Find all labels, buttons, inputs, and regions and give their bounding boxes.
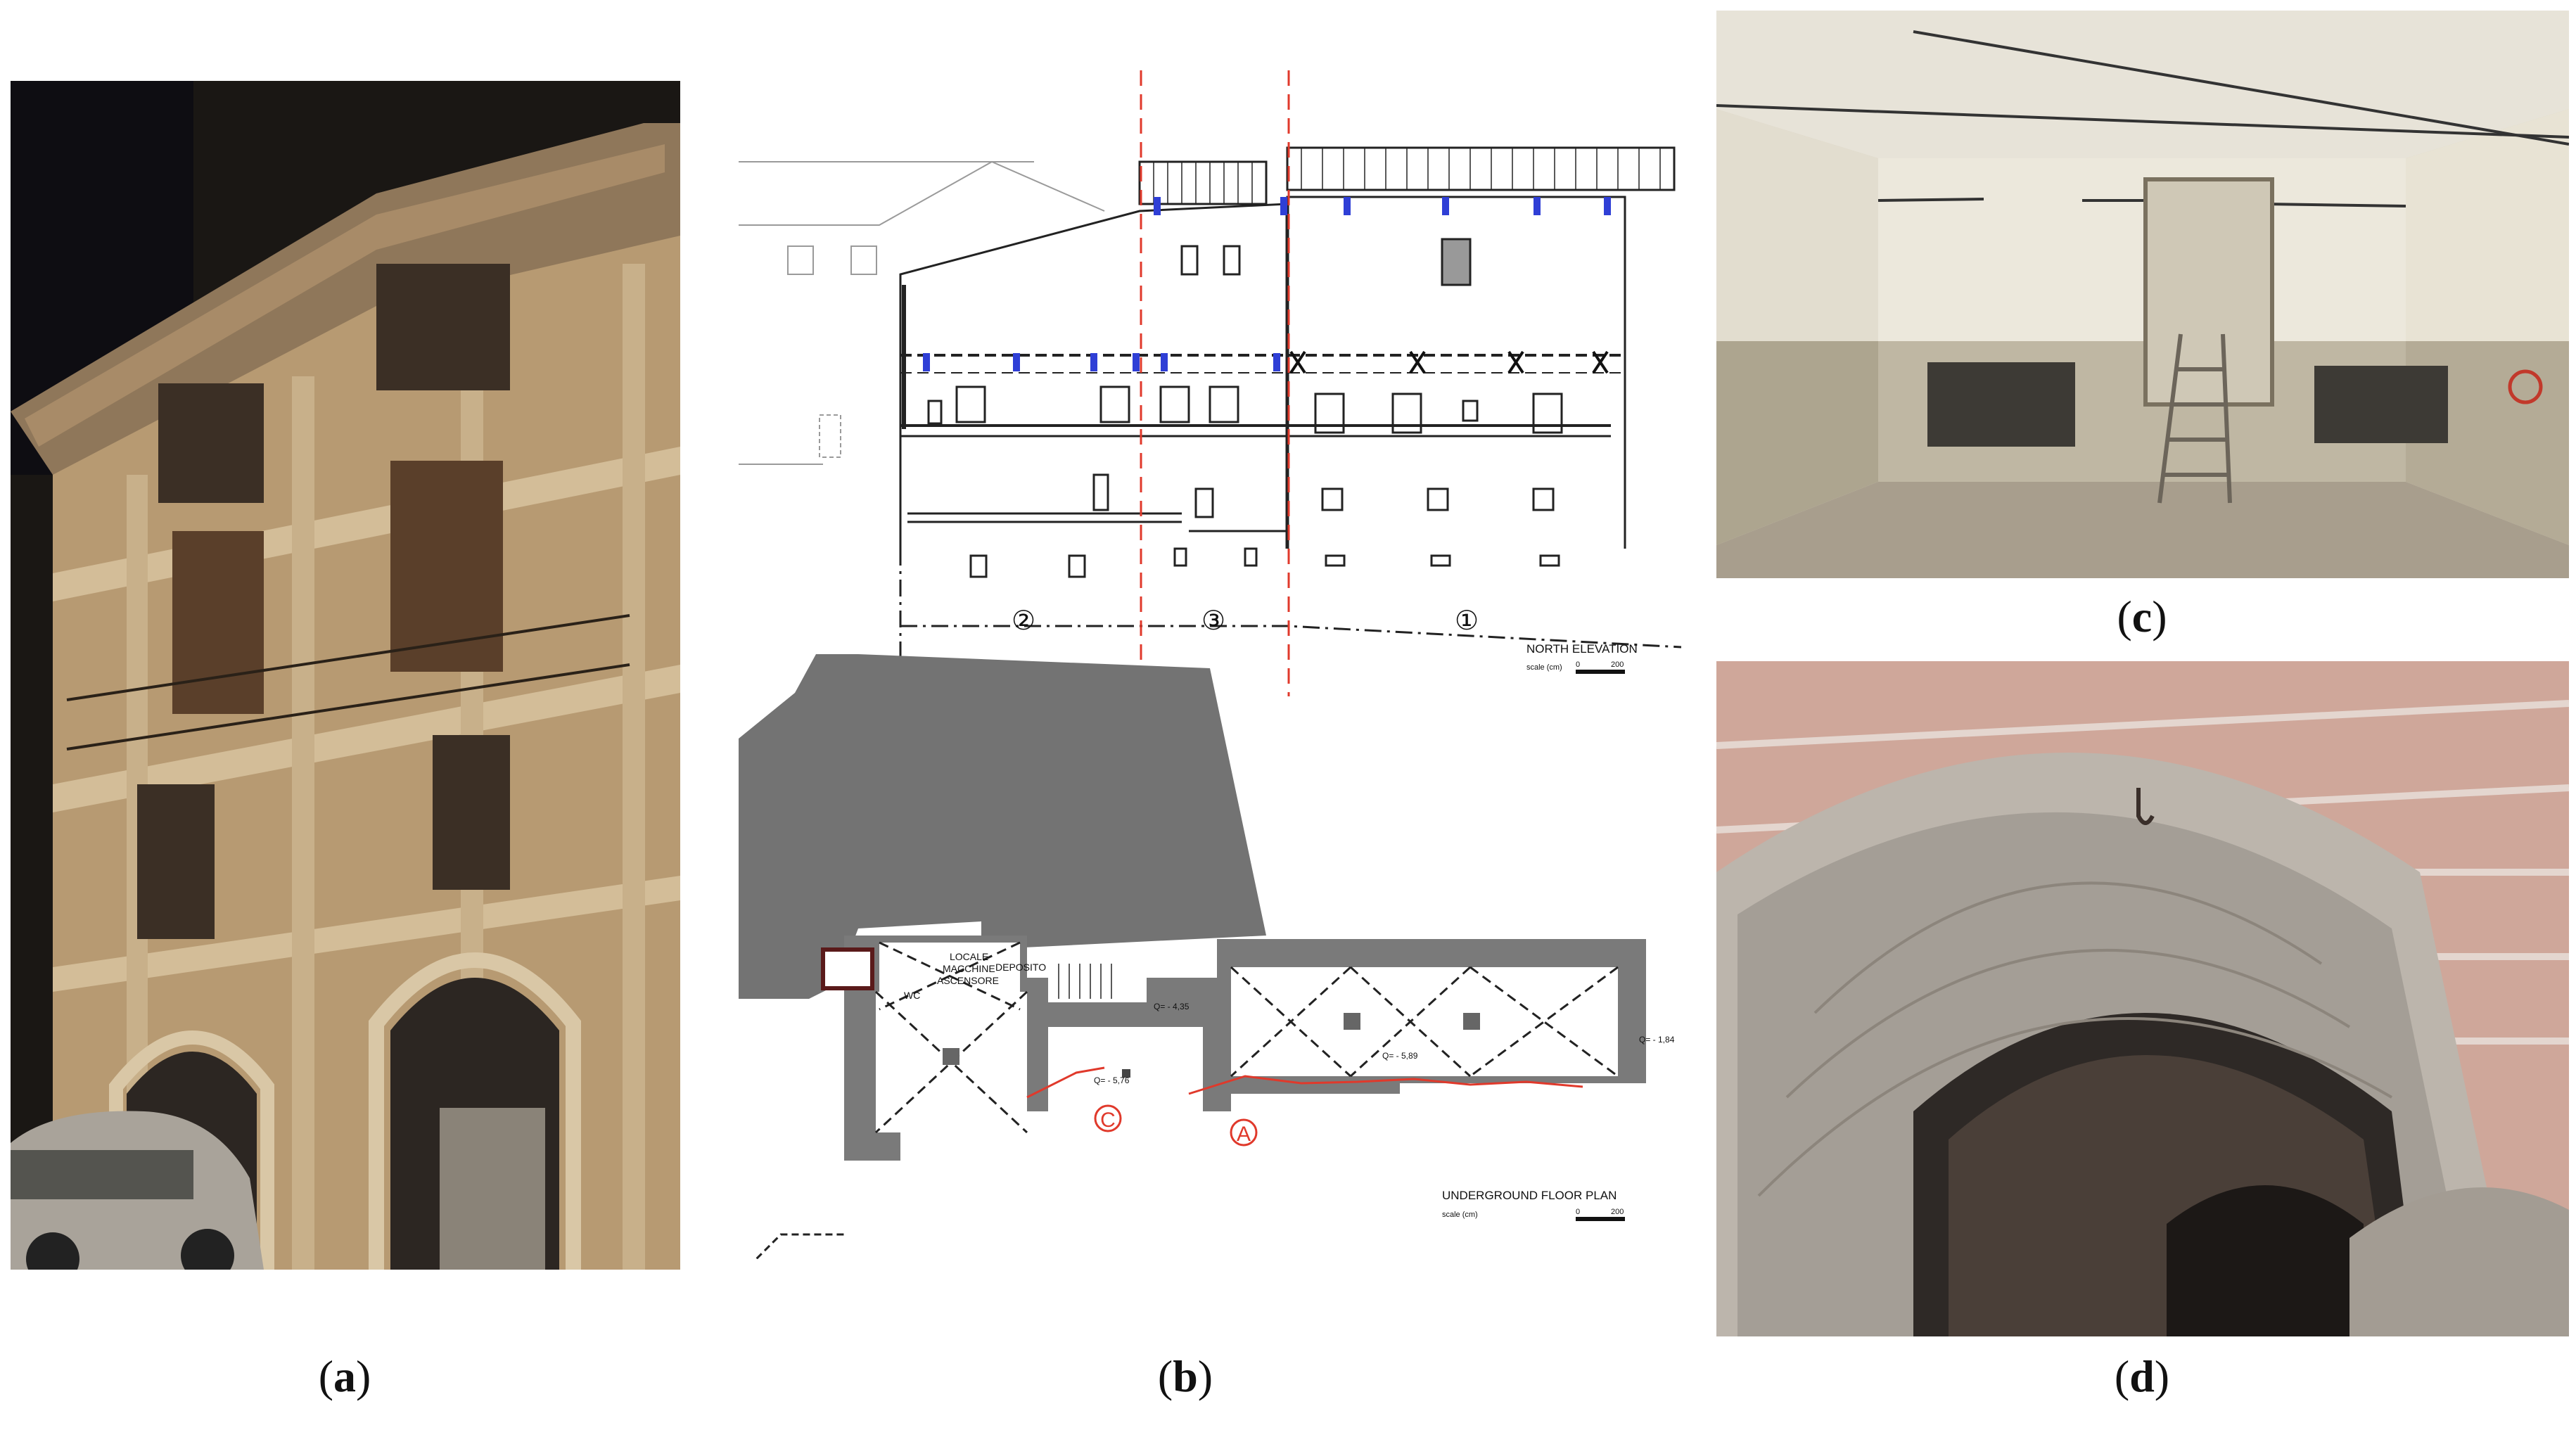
zone-labels: ② ③ ① xyxy=(1012,606,1479,636)
caption-a: (a) xyxy=(318,1351,371,1401)
plan-title: UNDERGROUND FLOOR PLAN xyxy=(1442,1189,1617,1202)
plan-scale-label: scale (cm) xyxy=(1442,1211,1478,1219)
plan-scale-min: 0 xyxy=(1576,1208,1580,1216)
zone-label-1: ① xyxy=(1455,606,1479,636)
anchor-icons xyxy=(923,197,1611,371)
level-label-3: Q= - 5,89 xyxy=(1382,1051,1418,1061)
plan-scale-bar xyxy=(1576,1217,1625,1221)
drawing-panel: ② ③ ① NORTH ELEVATION scale (cm) 0 200 xyxy=(739,63,1702,1291)
level-label-4: Q= - 1,84 xyxy=(1639,1035,1675,1045)
photo-facade xyxy=(11,81,680,1286)
north-elevation xyxy=(739,146,1682,661)
elevation-scale-label: scale (cm) xyxy=(1526,663,1562,672)
marker-a-label: A xyxy=(1237,1123,1251,1146)
room-label-macchine: MACCHINE xyxy=(943,963,995,974)
caption-c-letter: c xyxy=(2131,592,2153,641)
level-label-1: Q= - 4,35 xyxy=(1154,1002,1190,1011)
section-lines xyxy=(1140,70,1290,696)
room-label-ascensore: ASCENSORE xyxy=(937,975,999,986)
room-label-locale: LOCALE xyxy=(950,951,988,962)
elevation-title: NORTH ELEVATION xyxy=(1526,642,1638,656)
elevation-scale-min: 0 xyxy=(1576,660,1580,669)
zone-label-3: ③ xyxy=(1201,606,1225,636)
room-label-deposito: DEPOSITO xyxy=(995,962,1046,973)
room-label-wc: WC xyxy=(904,990,920,1001)
caption-d-letter: d xyxy=(2129,1351,2155,1401)
photo-brick-vault xyxy=(1716,661,2570,1336)
caption-b: (b) xyxy=(1157,1351,1213,1401)
marker-c-label: C xyxy=(1100,1109,1116,1132)
photo-interior-room xyxy=(1716,11,2570,578)
caption-c: (c) xyxy=(2117,592,2167,641)
cross-anchor-icons xyxy=(1289,350,1609,374)
caption-a-letter: a xyxy=(333,1351,356,1401)
plan-scale-max: 200 xyxy=(1611,1208,1624,1216)
elevation-scale-max: 200 xyxy=(1611,660,1624,669)
floor-plan: C A LOCALE MACCHINE ASCENSORE DEPOSITO W… xyxy=(739,654,1675,1291)
caption-b-letter: b xyxy=(1173,1351,1198,1401)
level-label-2: Q= - 5,76 xyxy=(1094,1075,1130,1085)
marker-a-icon xyxy=(1230,1118,1258,1147)
drawing-svg: ② ③ ① NORTH ELEVATION scale (cm) 0 200 xyxy=(739,70,1682,1291)
marker-c-icon xyxy=(1094,1104,1122,1132)
caption-d: (d) xyxy=(2114,1351,2170,1401)
zone-label-2: ② xyxy=(1012,606,1035,636)
elevation-scale-bar xyxy=(1576,670,1625,674)
